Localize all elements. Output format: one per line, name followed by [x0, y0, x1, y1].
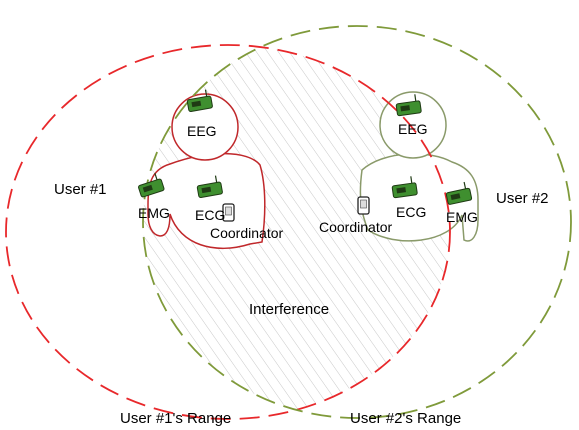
interference-region: [143, 45, 450, 418]
user2-coordinator-label: Coordinator: [319, 219, 392, 235]
user2-range-label: User #2's Range: [350, 410, 461, 427]
user1-ecg-label: ECG: [195, 207, 225, 223]
user2-emg-label: EMG: [446, 209, 478, 225]
user1-eeg-label: EEG: [187, 123, 217, 139]
user2-ecg-sensor-icon: [391, 176, 418, 199]
user2-name-label: User #2: [496, 190, 549, 207]
user1-emg-label: EMG: [138, 205, 170, 221]
user2-coordinator-icon: [357, 196, 370, 215]
user1-coordinator-icon: [222, 203, 235, 222]
interference-label: Interference: [249, 301, 329, 318]
user2-eeg-sensor-icon: [395, 94, 422, 117]
user2-range-circle: [142, 25, 572, 419]
user2-emg-sensor-icon: [445, 181, 473, 205]
user1-eeg-sensor-icon: [186, 89, 213, 113]
user2-eeg-label: EEG: [398, 121, 428, 137]
user1-emg-sensor-icon: [138, 172, 165, 198]
user1-coordinator-label: Coordinator: [210, 225, 283, 241]
user1-range-circle: [5, 44, 451, 420]
user2-ecg-label: ECG: [396, 204, 426, 220]
user1-range-label: User #1's Range: [120, 410, 231, 427]
user1-ecg-sensor-icon: [196, 175, 223, 199]
user1-name-label: User #1: [54, 181, 107, 198]
